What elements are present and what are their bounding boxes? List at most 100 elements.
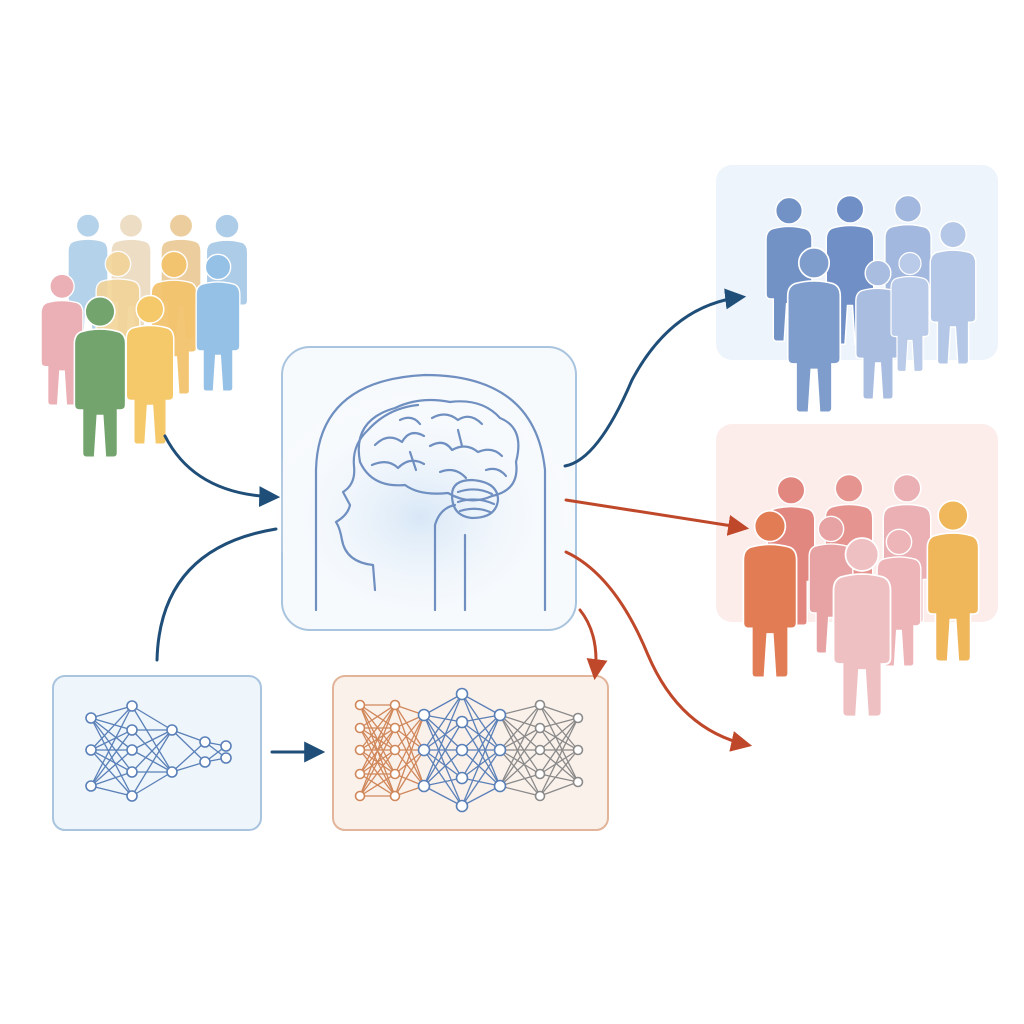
network-edge bbox=[394, 714, 425, 775]
network-edge bbox=[461, 693, 501, 716]
network-edge bbox=[539, 717, 579, 797]
network-edge bbox=[539, 717, 579, 751]
network-node bbox=[354, 768, 366, 780]
network-node bbox=[389, 744, 401, 756]
network-edge bbox=[359, 704, 396, 797]
network-edge bbox=[499, 773, 541, 787]
network-edge bbox=[461, 714, 501, 807]
network-edge bbox=[131, 729, 173, 773]
network-node bbox=[417, 779, 431, 793]
network-edge bbox=[423, 749, 463, 787]
arrow-icon bbox=[155, 527, 278, 662]
network-node bbox=[534, 722, 546, 734]
network-edge bbox=[131, 705, 173, 731]
network-edge bbox=[499, 714, 541, 729]
network-node bbox=[354, 744, 366, 756]
network-node bbox=[493, 708, 507, 722]
network-edge bbox=[359, 704, 396, 729]
network-edge bbox=[499, 714, 541, 797]
output-blue-group bbox=[716, 165, 998, 414]
network-node bbox=[389, 768, 401, 780]
network-edge bbox=[461, 749, 501, 779]
network-edge bbox=[539, 717, 579, 775]
network-edge bbox=[90, 749, 133, 797]
network-node bbox=[85, 744, 97, 756]
network-edge bbox=[539, 727, 579, 783]
network-edge bbox=[90, 705, 133, 787]
network-edge bbox=[423, 693, 463, 716]
network-edge bbox=[359, 704, 396, 751]
network-edge bbox=[131, 705, 173, 773]
network-edge bbox=[394, 749, 425, 787]
network-node bbox=[354, 699, 366, 711]
network-edge bbox=[423, 714, 463, 779]
network-node bbox=[493, 779, 507, 793]
network-edge bbox=[461, 714, 501, 779]
network-node bbox=[126, 766, 138, 778]
network-node bbox=[354, 790, 366, 802]
network-edge bbox=[90, 717, 133, 731]
network-node bbox=[85, 712, 97, 724]
network-edge bbox=[423, 777, 463, 787]
network-node bbox=[220, 752, 232, 764]
network-node bbox=[166, 766, 178, 778]
network-edge bbox=[171, 741, 206, 773]
network-edge bbox=[90, 729, 133, 787]
network-edge bbox=[423, 785, 463, 807]
network-node bbox=[534, 768, 546, 780]
network-node bbox=[455, 715, 469, 729]
network-edge bbox=[461, 749, 501, 787]
network-edge bbox=[423, 749, 463, 807]
network-node bbox=[534, 699, 546, 711]
network-edge bbox=[131, 729, 173, 797]
network-node bbox=[126, 700, 138, 712]
network-edge bbox=[499, 749, 541, 797]
network-node bbox=[199, 756, 211, 768]
network-edge bbox=[423, 693, 463, 751]
network-node bbox=[417, 743, 431, 757]
network-edge bbox=[423, 721, 463, 787]
network-edge bbox=[539, 749, 579, 797]
network-edge bbox=[539, 704, 579, 751]
network-edge bbox=[359, 727, 396, 797]
network-edge bbox=[499, 727, 541, 751]
arrow-icon bbox=[163, 434, 281, 508]
network-edge bbox=[90, 717, 133, 751]
network-edge bbox=[423, 714, 463, 751]
network-edge bbox=[461, 693, 501, 787]
network-edge bbox=[539, 704, 579, 783]
network-node bbox=[455, 687, 469, 701]
network-node bbox=[354, 722, 366, 734]
network-node bbox=[572, 712, 584, 724]
network-edge bbox=[394, 714, 425, 751]
network-node bbox=[493, 743, 507, 757]
network-edge bbox=[90, 705, 133, 719]
base-network bbox=[52, 675, 262, 831]
network-node bbox=[389, 699, 401, 711]
network-edge bbox=[90, 749, 133, 773]
network-edge bbox=[90, 771, 133, 787]
network-node bbox=[126, 790, 138, 802]
network-edge bbox=[499, 749, 541, 775]
network-edge bbox=[461, 714, 501, 723]
brain-glow bbox=[270, 385, 570, 625]
network-edge bbox=[131, 729, 173, 751]
network-node bbox=[389, 722, 401, 734]
network-edge bbox=[171, 729, 206, 743]
network-node bbox=[85, 780, 97, 792]
arrow-icon bbox=[564, 498, 750, 536]
output-red-group bbox=[716, 424, 998, 718]
network-edge bbox=[499, 704, 541, 751]
network-edge bbox=[539, 781, 579, 797]
brain-head-icon bbox=[314, 373, 547, 612]
network-edge bbox=[131, 771, 173, 797]
arrow-icon bbox=[578, 608, 608, 681]
network-node bbox=[166, 724, 178, 736]
neural-network-ensemble-icon bbox=[354, 687, 584, 813]
network-edge bbox=[90, 785, 133, 797]
network-node bbox=[572, 776, 584, 788]
network-edge bbox=[499, 704, 541, 716]
network-edge bbox=[359, 773, 396, 797]
base-network-panel bbox=[52, 675, 262, 831]
